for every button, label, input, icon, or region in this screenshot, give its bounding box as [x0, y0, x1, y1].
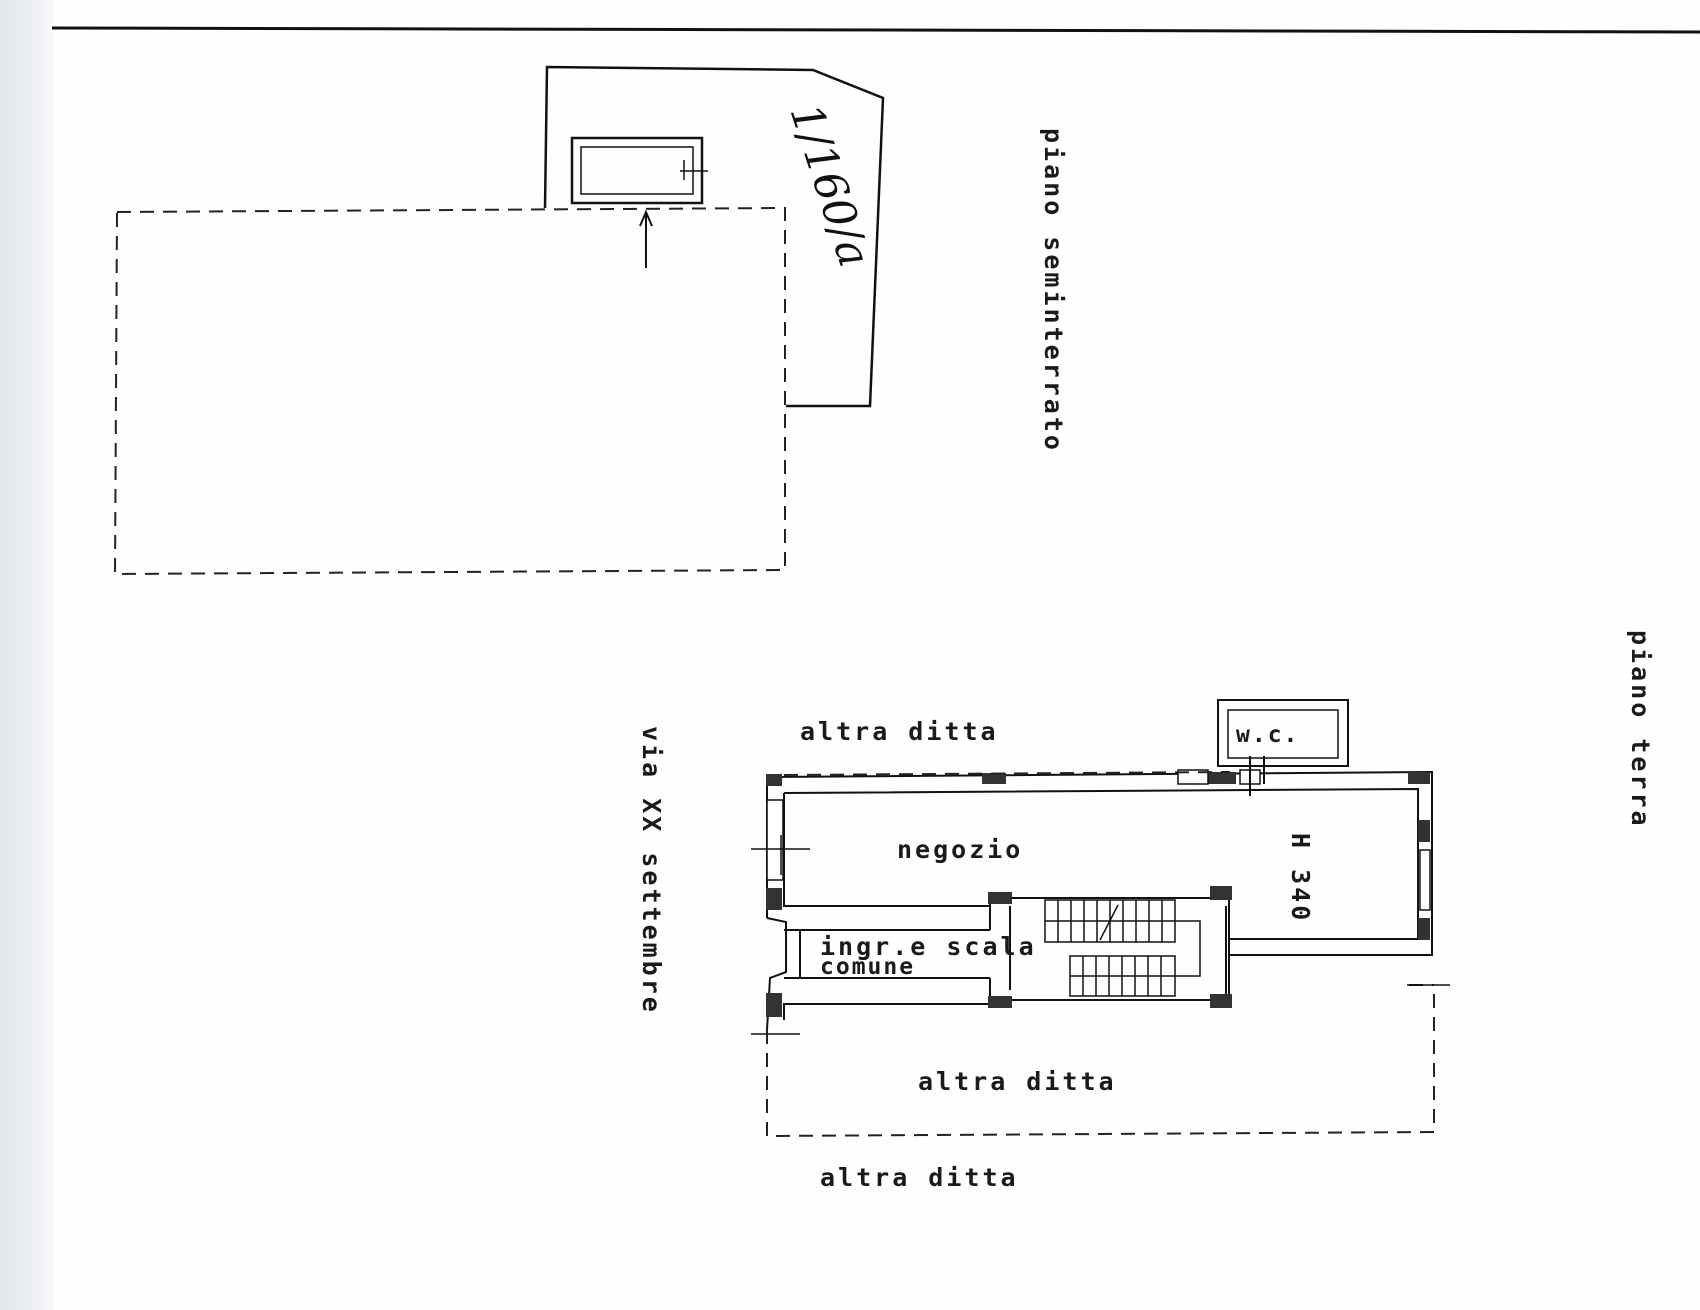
cross-marks — [751, 835, 1450, 1035]
wall-hatches — [766, 772, 1430, 1017]
shop-walls — [766, 770, 1433, 1031]
handwritten-reference: 1/160/a — [780, 98, 880, 273]
basement-footprint-outline — [113, 206, 786, 576]
neighbour-label-top: altra ditta — [800, 717, 999, 746]
common-entrance-label-line1: ingr.e scala — [820, 932, 1037, 961]
wc-label: w.c. — [1236, 722, 1299, 748]
cellar-unit-inner — [580, 146, 694, 195]
shop-label: negozio — [897, 835, 1023, 864]
sheet-border-top — [51, 26, 1700, 34]
basement-plan: 1/160/a piano seminterrato — [113, 65, 1068, 576]
scan-margin — [0, 0, 54, 1310]
neighbour-label-bottom: altra ditta — [820, 1163, 1019, 1192]
cellar-room-outline — [543, 65, 885, 408]
common-entrance-label-line2: comune — [820, 954, 915, 980]
cellar-arrow-head — [639, 209, 653, 227]
wc-room — [1217, 699, 1349, 796]
neighbour-label-inner: altra ditta — [918, 1067, 1117, 1096]
street-label: via XX settembre — [637, 726, 666, 1015]
ceiling-height-label: H 340 — [1286, 833, 1315, 923]
ground-floor-plan: altra ditta w.c. negozio H 340 ingr.e sc… — [637, 630, 1655, 1192]
staircase — [1044, 899, 1201, 997]
ground-floor-label: piano terra — [1626, 630, 1655, 829]
basement-floor-label: piano seminterrato — [1039, 128, 1068, 453]
